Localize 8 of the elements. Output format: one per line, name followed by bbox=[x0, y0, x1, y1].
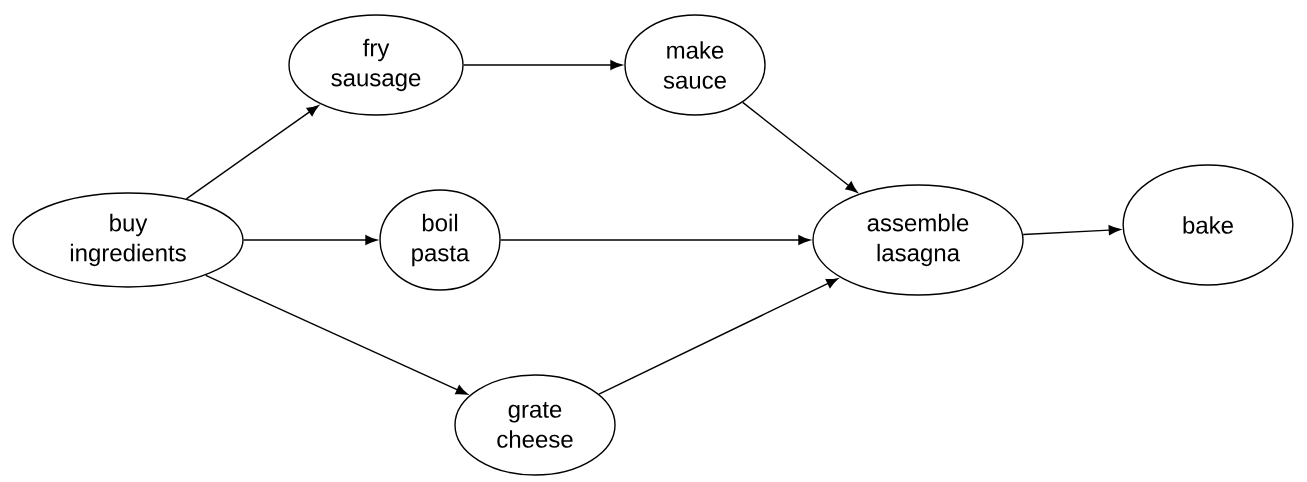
arrow bbox=[205, 274, 468, 395]
arrow bbox=[1022, 225, 1121, 236]
arrow bbox=[742, 101, 858, 193]
arrow bbox=[500, 235, 811, 245]
arrow bbox=[598, 278, 839, 395]
arrow bbox=[463, 60, 623, 70]
arrow bbox=[185, 105, 319, 200]
arrow bbox=[243, 235, 378, 245]
